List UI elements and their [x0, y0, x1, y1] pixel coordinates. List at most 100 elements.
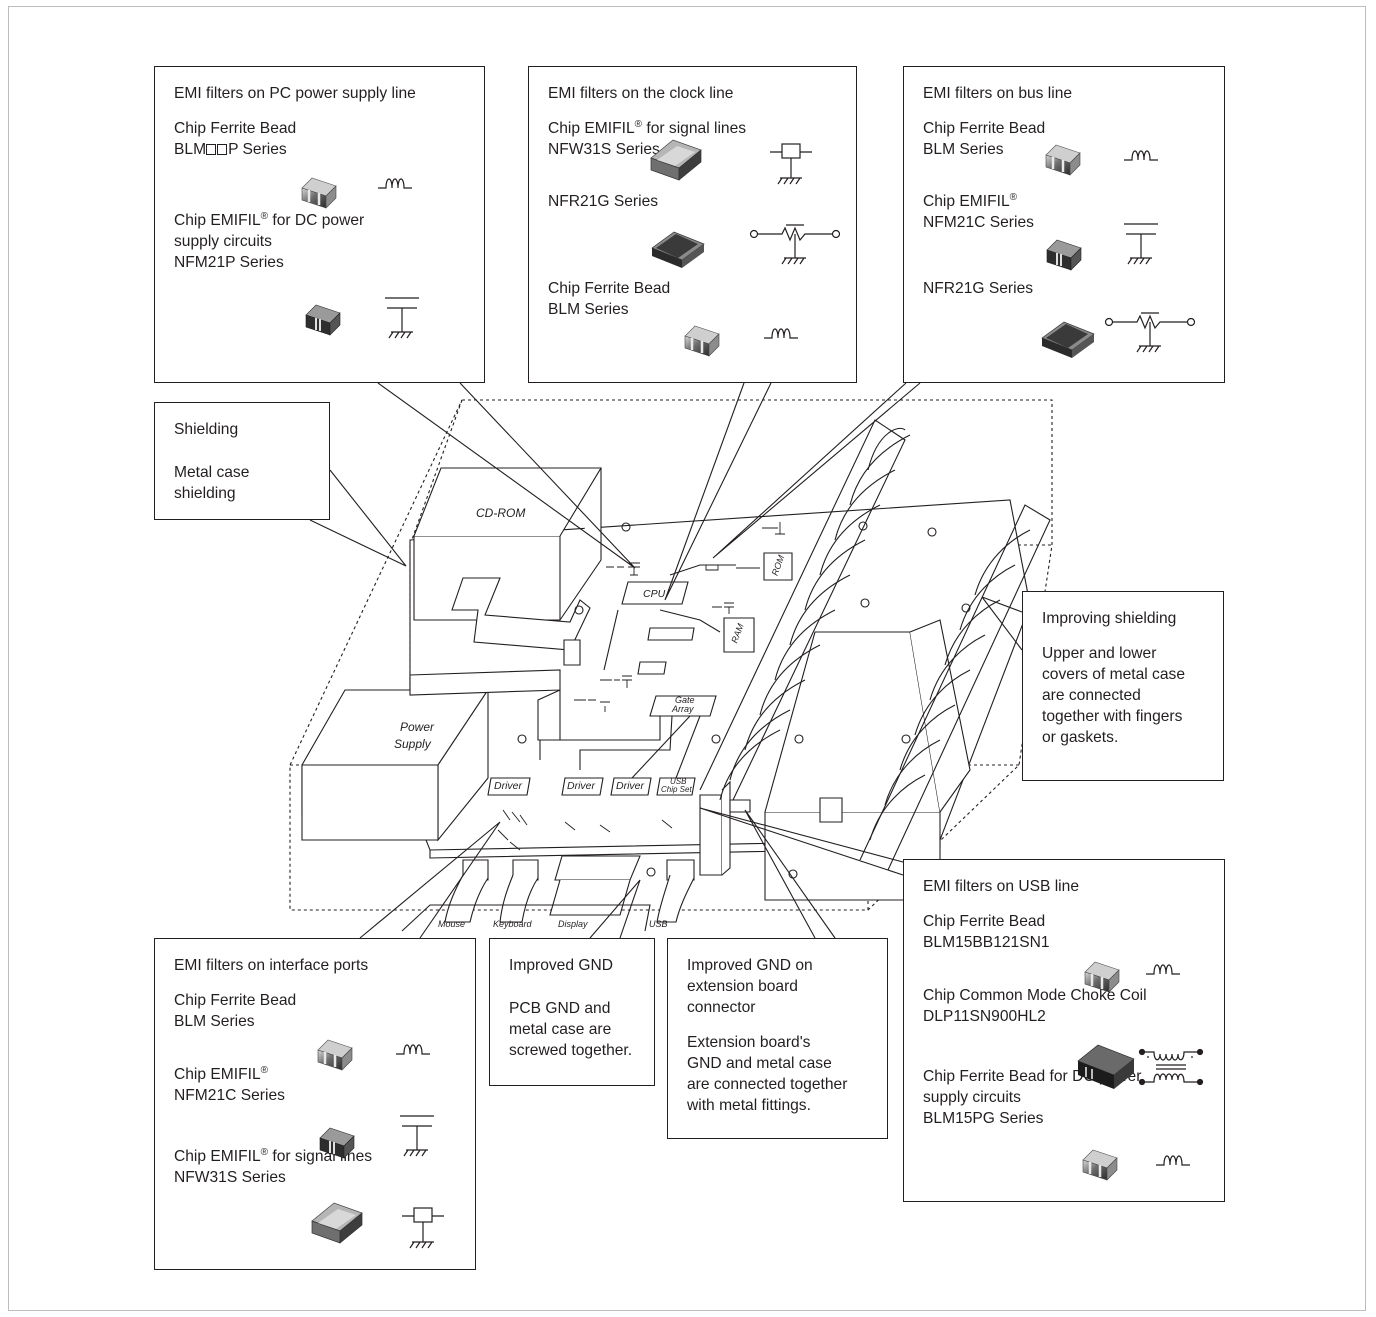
keyboard-label: Keyboard [493, 919, 532, 929]
cpu-label: CPU [643, 588, 666, 600]
callout-text: Metal case [174, 464, 250, 481]
product-category: Chip EMIFIL® [174, 1065, 269, 1084]
product-series: NFM21C Series [174, 1087, 285, 1104]
callout-text: GND and metal case [687, 1055, 832, 1072]
product-series: NFR21G Series [548, 193, 659, 210]
usb-chipset [656, 777, 696, 796]
callout-improved-gnd-extension: Improved GND on extension board connecto… [667, 938, 888, 1139]
callout-usb-line-filters: EMI filters on USB line Chip Ferrite Bea… [903, 859, 1225, 1202]
callout-text: shielding [174, 485, 236, 502]
callout-bus-line-filters: EMI filters on bus line Chip Ferrite Bea… [903, 66, 1225, 383]
ram-chip [723, 617, 755, 653]
callout-shielding: Shielding Metal case shielding [154, 402, 330, 520]
product-series: NFW31S Series [548, 141, 660, 158]
callout-improved-gnd: Improved GND PCB GND and metal case are … [489, 938, 655, 1086]
callout-text: screwed together. [509, 1042, 633, 1059]
extension-card [764, 619, 971, 901]
usb-connector [666, 859, 695, 881]
usb-chip-label-2: Chip Set [661, 785, 692, 794]
product-category: Chip EMIFIL® for signal lines [548, 119, 747, 138]
extension-bracket [699, 794, 723, 876]
callout-title: EMI filters on PC power supply line [174, 85, 416, 102]
figure-frame [8, 6, 1366, 1311]
product-category: Chip EMIFIL® for DC power [174, 211, 365, 230]
product-series: BLM Series [548, 301, 629, 318]
callout-text: are connected together [687, 1076, 848, 1093]
power-supply-label-1: Power [400, 720, 435, 734]
product-category: Chip EMIFIL® [923, 192, 1018, 211]
callout-text: with metal fittings. [687, 1097, 811, 1114]
callout-title: EMI filters on the clock line [548, 85, 734, 102]
product-series: BLM15PG Series [923, 1110, 1044, 1127]
mouse-label: Mouse [438, 919, 466, 929]
driver-chip-2 [561, 777, 604, 796]
cdrom-cable [451, 577, 591, 651]
callout-text: metal case are [509, 1021, 612, 1038]
callout-text: Upper and lower [1042, 645, 1157, 662]
callout-text: are connected [1042, 687, 1141, 704]
callout-leaders [309, 382, 1023, 939]
driver-chip-1 [487, 777, 531, 796]
product-series: DLP11SN900HL2 [923, 1008, 1046, 1025]
driver-label-3: Driver [616, 780, 644, 792]
product-category: supply circuits [923, 1089, 1021, 1106]
gate-array-label-1: Gate [675, 695, 695, 705]
product-category: Chip Common Mode Choke Coil [923, 987, 1147, 1004]
product-series: NFR21G Series [923, 280, 1034, 297]
display-label: Display [558, 919, 588, 929]
driver-label-2: Driver [567, 780, 595, 792]
callout-text: or gaskets. [1042, 729, 1119, 746]
product-category: Chip EMIFIL® for signal lines [174, 1147, 373, 1166]
callout-title: EMI filters on interface ports [174, 957, 369, 974]
product-category: Chip Ferrite Bead [174, 992, 297, 1009]
product-series: BLM15BB121SN1 [923, 934, 1050, 951]
keyboard-connector [512, 859, 539, 881]
driver-label-1: Driver [494, 780, 522, 792]
callout-text: covers of metal case [1042, 666, 1186, 683]
callout-pc-power-supply-filters: EMI filters on PC power supply line Chip… [154, 66, 485, 383]
callout-title: Improved GND [509, 957, 613, 974]
product-category: Chip Ferrite Bead [548, 280, 671, 297]
callout-improving-shielding: Improving shielding Upper and lower cove… [1022, 591, 1224, 781]
placeholder-square-icon [206, 144, 217, 155]
product-category: supply circuits [174, 233, 272, 250]
callout-title: EMI filters on bus line [923, 85, 1073, 102]
product-series: NFM21P Series [174, 254, 284, 271]
callout-text: PCB GND and [509, 1000, 611, 1017]
product-category: Chip Ferrite Bead for DC power [923, 1068, 1142, 1085]
shielding-gasket [699, 419, 911, 801]
callout-title: Improved GND on [687, 957, 813, 974]
cdrom-label: CD-ROM [476, 506, 526, 520]
product-category: Chip Ferrite Bead [923, 120, 1046, 137]
callout-title: extension board [687, 978, 798, 995]
power-supply-label-2: Supply [394, 737, 431, 751]
driver-chip-3 [610, 777, 652, 796]
callout-title: Improving shielding [1042, 610, 1177, 627]
mouse-connector [462, 859, 489, 881]
callout-text: Extension board's [687, 1034, 811, 1051]
product-series: BLM Series [174, 1013, 255, 1030]
callout-clock-line-filters: EMI filters on the clock line Chip EMIFI… [528, 66, 857, 383]
callout-text: together with fingers [1042, 708, 1183, 725]
power-supply [301, 688, 490, 842]
callout-title: EMI filters on USB line [923, 878, 1079, 895]
rom-chip [763, 552, 793, 581]
callout-interface-port-filters: EMI filters on interface ports Chip Ferr… [154, 938, 476, 1270]
gate-array-label-2: Array [672, 704, 694, 714]
case-screws [517, 521, 971, 879]
usb-chip-label-1: USB [670, 777, 687, 786]
placeholder-square-icon [217, 144, 228, 155]
product-category: Chip Ferrite Bead [923, 913, 1046, 930]
product-series: NFM21C Series [923, 214, 1034, 231]
product-series: NFW31S Series [174, 1169, 286, 1186]
display-connector [554, 855, 641, 881]
product-category: Chip Ferrite Bead [174, 120, 297, 137]
gate-array-chip [649, 695, 717, 717]
product-series: BLM Series [923, 141, 1004, 158]
callout-title: connector [687, 999, 756, 1016]
usb-port-label: USB [649, 919, 668, 929]
shielding-gasket-right [859, 504, 1051, 871]
callout-title: Shielding [174, 421, 239, 438]
